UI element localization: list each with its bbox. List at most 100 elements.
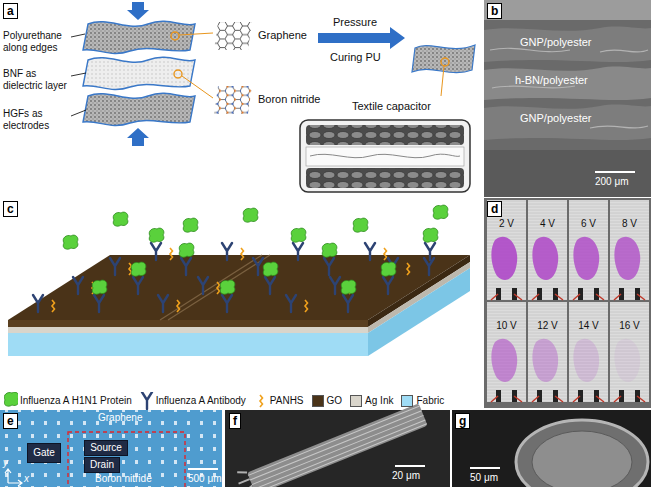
biomolecules xyxy=(217,282,220,294)
photo-cell xyxy=(573,339,599,382)
legend: Influenza A H1N1 ProteinInfluenza A Anti… xyxy=(4,392,452,410)
leader-line xyxy=(71,34,85,37)
legend-item: PANHS xyxy=(254,392,304,410)
photo-cell xyxy=(528,302,567,402)
scale-bar xyxy=(395,465,425,467)
panel-letter: d xyxy=(487,201,502,217)
material-label: Boron nitride xyxy=(95,473,152,485)
biomolecules xyxy=(384,248,387,260)
electrode-pad: Drain xyxy=(84,457,120,473)
zoom-line xyxy=(441,66,444,96)
legend-text: Fabric xyxy=(416,395,444,407)
fiber-section xyxy=(516,420,648,487)
photo-cell xyxy=(528,200,567,300)
photo-cell xyxy=(532,237,558,280)
biomolecules xyxy=(433,205,448,219)
panel-letter: a xyxy=(3,3,18,19)
scale-bar xyxy=(470,467,500,469)
cross-section xyxy=(300,120,470,192)
biomolecules xyxy=(179,243,194,257)
biomolecules xyxy=(149,228,164,242)
biomolecules xyxy=(113,212,128,226)
panel-e-art xyxy=(0,410,222,487)
biomolecules xyxy=(133,277,143,294)
leader-line xyxy=(71,110,86,116)
legend-swatch xyxy=(401,395,413,407)
panel-letter: f xyxy=(229,413,241,429)
material-label: Graphene xyxy=(258,29,307,42)
legend-text: GO xyxy=(327,395,343,407)
sheet-stack xyxy=(83,2,195,146)
zoom-line xyxy=(179,33,213,35)
dielectric-fiber xyxy=(310,154,460,158)
photo-cell xyxy=(487,200,526,300)
biomolecules xyxy=(423,228,438,242)
biomolecules xyxy=(183,218,198,232)
photo-cell xyxy=(610,302,649,402)
photo-cell xyxy=(491,339,517,382)
biomolecules xyxy=(131,262,146,276)
part-label: BNF as dielectric layer xyxy=(3,68,71,91)
biomolecules xyxy=(73,277,83,294)
fiber-bundle xyxy=(248,406,427,487)
biomolecules xyxy=(286,295,296,312)
biomolecules xyxy=(322,243,337,257)
legend-text: Influenza A H1N1 Protein xyxy=(20,395,132,407)
biomolecules xyxy=(383,277,393,294)
process-arrow xyxy=(318,27,405,49)
biomolecules xyxy=(110,258,120,275)
biomolecules xyxy=(381,262,396,276)
panel-d-art xyxy=(484,198,651,408)
material-label: Graphene xyxy=(98,412,142,424)
voltage-label: 14 V xyxy=(578,320,599,332)
material-label: Boron nitride xyxy=(258,93,320,106)
electrode-pad: Source xyxy=(84,440,128,456)
pressure-arrow xyxy=(127,128,149,146)
biomolecules xyxy=(330,277,340,294)
biomolecules xyxy=(158,295,168,312)
legend-item: GO xyxy=(312,395,343,407)
photo-cell xyxy=(614,237,640,280)
fiber-bundle xyxy=(247,403,428,487)
biomolecules xyxy=(365,243,375,260)
voltage-label: 4 V xyxy=(540,218,555,230)
go-layer xyxy=(8,320,368,327)
panel-ground xyxy=(0,0,481,197)
graphene-lattice xyxy=(210,18,256,54)
biomolecules xyxy=(407,263,410,275)
photo-cell xyxy=(569,200,608,300)
zoom-circle xyxy=(441,58,449,66)
photo-cell xyxy=(532,339,558,382)
zoom-line xyxy=(182,76,213,98)
device-region xyxy=(68,432,185,487)
voltage-label: 12 V xyxy=(537,320,558,332)
sem-band xyxy=(484,0,651,20)
legend-symbol-shape xyxy=(260,395,263,407)
panel-g-art xyxy=(452,410,651,487)
biomolecules xyxy=(52,300,55,312)
scale-label: 500 μm xyxy=(188,473,222,485)
biomolecules xyxy=(265,277,275,294)
leader-line xyxy=(71,73,86,76)
channel-groove xyxy=(168,255,270,320)
biomolecules xyxy=(33,205,448,312)
photo-cell xyxy=(610,200,649,300)
layer-label: GNP/polyester xyxy=(520,112,592,125)
sem-band xyxy=(484,150,651,197)
electrode-layer xyxy=(306,168,464,188)
part-label: Textile capacitor xyxy=(352,100,431,113)
micrograph xyxy=(0,410,222,487)
legend-swatch xyxy=(350,395,362,407)
biomolecules xyxy=(243,208,258,222)
biomolecules xyxy=(241,248,244,260)
panel-ground xyxy=(0,198,481,408)
part-label: Polyurethane along edges xyxy=(3,30,71,53)
bn-lattice xyxy=(210,82,256,118)
panel-b-art xyxy=(484,0,651,197)
panel-letter: c xyxy=(3,201,18,217)
fabric-layer xyxy=(8,333,368,356)
biomolecules xyxy=(63,235,78,249)
voltage-label: 10 V xyxy=(496,320,517,332)
